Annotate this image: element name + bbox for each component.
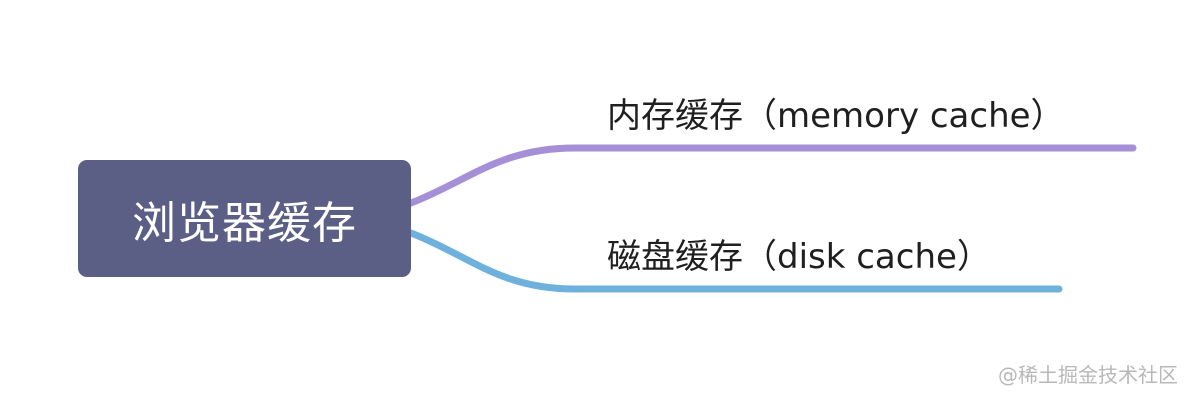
- watermark: @稀土掘金技术社区: [998, 363, 1178, 387]
- branch-disk-cache[interactable]: 磁盘缓存（disk cache）: [607, 229, 991, 278]
- branch-disk-cache-label: 磁盘缓存（disk cache）: [607, 237, 991, 277]
- connector-disk-cache: [407, 229, 1063, 293]
- connector-memory-cache: [407, 144, 1137, 207]
- root-node-label: 浏览器缓存: [132, 197, 357, 249]
- branch-memory-cache[interactable]: 内存缓存（memory cache）: [607, 88, 1065, 137]
- branch-memory-cache-label: 内存缓存（memory cache）: [607, 96, 1065, 136]
- root-node[interactable]: 浏览器缓存: [78, 160, 411, 277]
